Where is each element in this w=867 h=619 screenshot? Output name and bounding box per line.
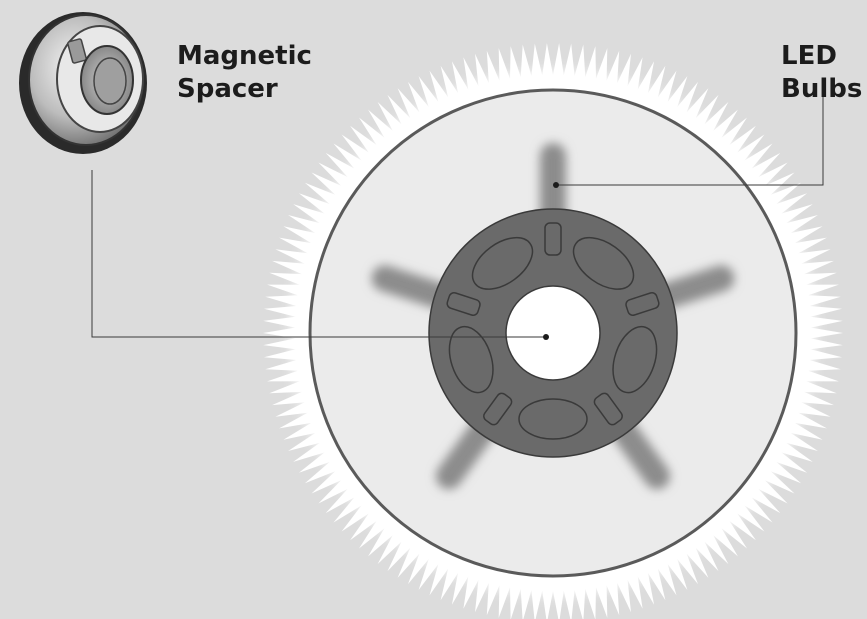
center-hole bbox=[505, 285, 601, 381]
hub-small-slot bbox=[483, 392, 513, 426]
spacer-leader-dot bbox=[543, 334, 549, 340]
led-bulbs-label: LED Bulbs bbox=[781, 40, 862, 106]
magnetic-spacer-label-line-1: Magnetic bbox=[177, 41, 312, 71]
spacer-key-notch bbox=[67, 38, 87, 64]
hub-large-slot bbox=[572, 236, 635, 290]
spacer-bore-inner bbox=[93, 57, 127, 105]
leader-lines bbox=[91, 96, 824, 338]
hub-small-slot bbox=[593, 392, 623, 426]
hub-small-slot bbox=[625, 291, 660, 317]
hub-large-slot bbox=[471, 236, 534, 290]
hub-small-slot bbox=[544, 222, 562, 256]
magnetic-spacer-ring-icon bbox=[19, 12, 147, 154]
led-leader-dot bbox=[553, 182, 559, 188]
hub-slots bbox=[446, 222, 660, 440]
hub-large-slot bbox=[448, 325, 494, 394]
hub bbox=[428, 208, 678, 458]
led-bulbs-label-line-1: LED bbox=[781, 41, 837, 71]
hub-large-slot bbox=[612, 325, 658, 394]
led-bulbs-label-line-2: Bulbs bbox=[781, 74, 863, 104]
hub-small-slot bbox=[446, 291, 481, 317]
led-leader-line bbox=[556, 96, 824, 186]
spacer-leader-line bbox=[91, 170, 546, 338]
magnetic-spacer-label-line-2: Spacer bbox=[177, 74, 278, 104]
hub-large-slot bbox=[518, 398, 588, 440]
magnetic-spacer-label: Magnetic Spacer bbox=[177, 40, 312, 106]
